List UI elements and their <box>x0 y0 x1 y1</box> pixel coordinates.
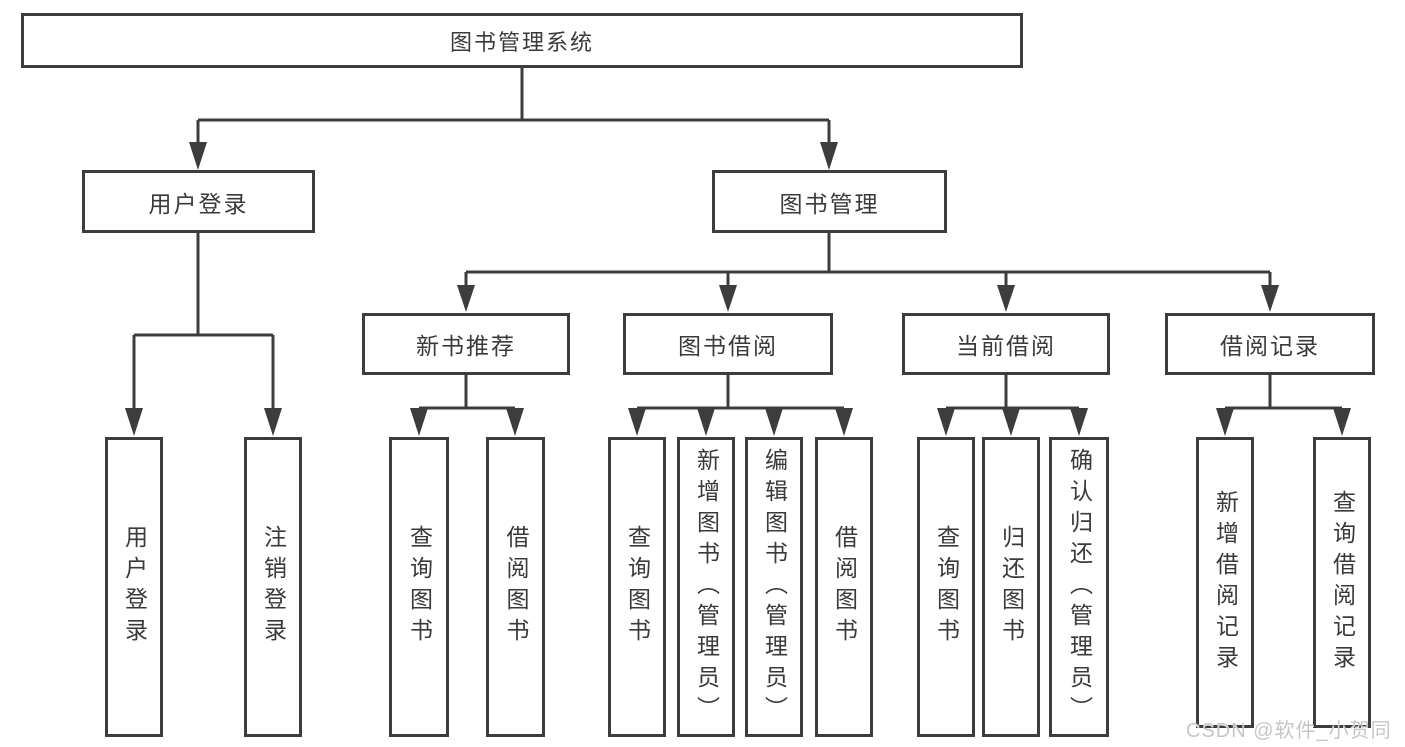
leaf-query-books-3: 查询图书 <box>917 437 975 737</box>
leaf-query-borrow-record-label: 查询借阅记录 <box>1329 489 1356 676</box>
leaf-borrow-books-1: 借阅图书 <box>486 437 545 737</box>
node-user-login: 用户登录 <box>82 170 315 233</box>
leaf-query-books-2: 查询图书 <box>608 437 666 737</box>
node-book-management: 图书管理 <box>712 170 947 233</box>
leaf-user-login-label: 用户登录 <box>121 525 148 649</box>
node-book-borrow: 图书借阅 <box>623 313 833 375</box>
csdn-watermark: CSDN @软件_小贺同学 <box>1186 720 1392 742</box>
leaf-borrow-books-2: 借阅图书 <box>815 437 873 737</box>
leaf-edit-books-admin: 编辑图书（管理员） <box>745 437 803 737</box>
node-borrow-records: 借阅记录 <box>1165 313 1375 375</box>
leaf-query-books-3-label: 查询图书 <box>933 525 960 649</box>
leaf-add-books-admin-label: 新增图书（管理员） <box>693 447 720 727</box>
leaf-query-borrow-record: 查询借阅记录 <box>1313 437 1371 728</box>
leaf-query-books-1-label: 查询图书 <box>406 525 433 649</box>
node-current-borrow: 当前借阅 <box>902 313 1110 375</box>
leaf-edit-books-admin-label: 编辑图书（管理员） <box>761 447 788 727</box>
leaf-logout: 注销登录 <box>244 437 302 737</box>
leaf-user-login: 用户登录 <box>105 437 163 737</box>
leaf-logout-label: 注销登录 <box>260 525 287 649</box>
arrowheads <box>125 142 1351 436</box>
leaf-confirm-return-admin-label: 确认归还（管理员） <box>1066 447 1093 727</box>
leaf-return-books: 归还图书 <box>982 437 1040 737</box>
node-new-book-recommend: 新书推荐 <box>362 313 570 375</box>
leaf-return-books-label: 归还图书 <box>998 525 1025 649</box>
leaf-borrow-books-1-label: 借阅图书 <box>503 525 529 649</box>
node-root-system: 图书管理系统 <box>21 13 1023 68</box>
leaf-confirm-return-admin: 确认归还（管理员） <box>1049 437 1109 737</box>
leaf-query-books-2-label: 查询图书 <box>624 525 651 649</box>
leaf-add-borrow-record: 新增借阅记录 <box>1196 437 1254 728</box>
leaf-borrow-books-2-label: 借阅图书 <box>831 525 858 649</box>
leaf-add-borrow-record-label: 新增借阅记录 <box>1212 489 1239 676</box>
leaf-add-books-admin: 新增图书（管理员） <box>677 437 735 737</box>
leaf-query-books-1: 查询图书 <box>389 437 449 737</box>
